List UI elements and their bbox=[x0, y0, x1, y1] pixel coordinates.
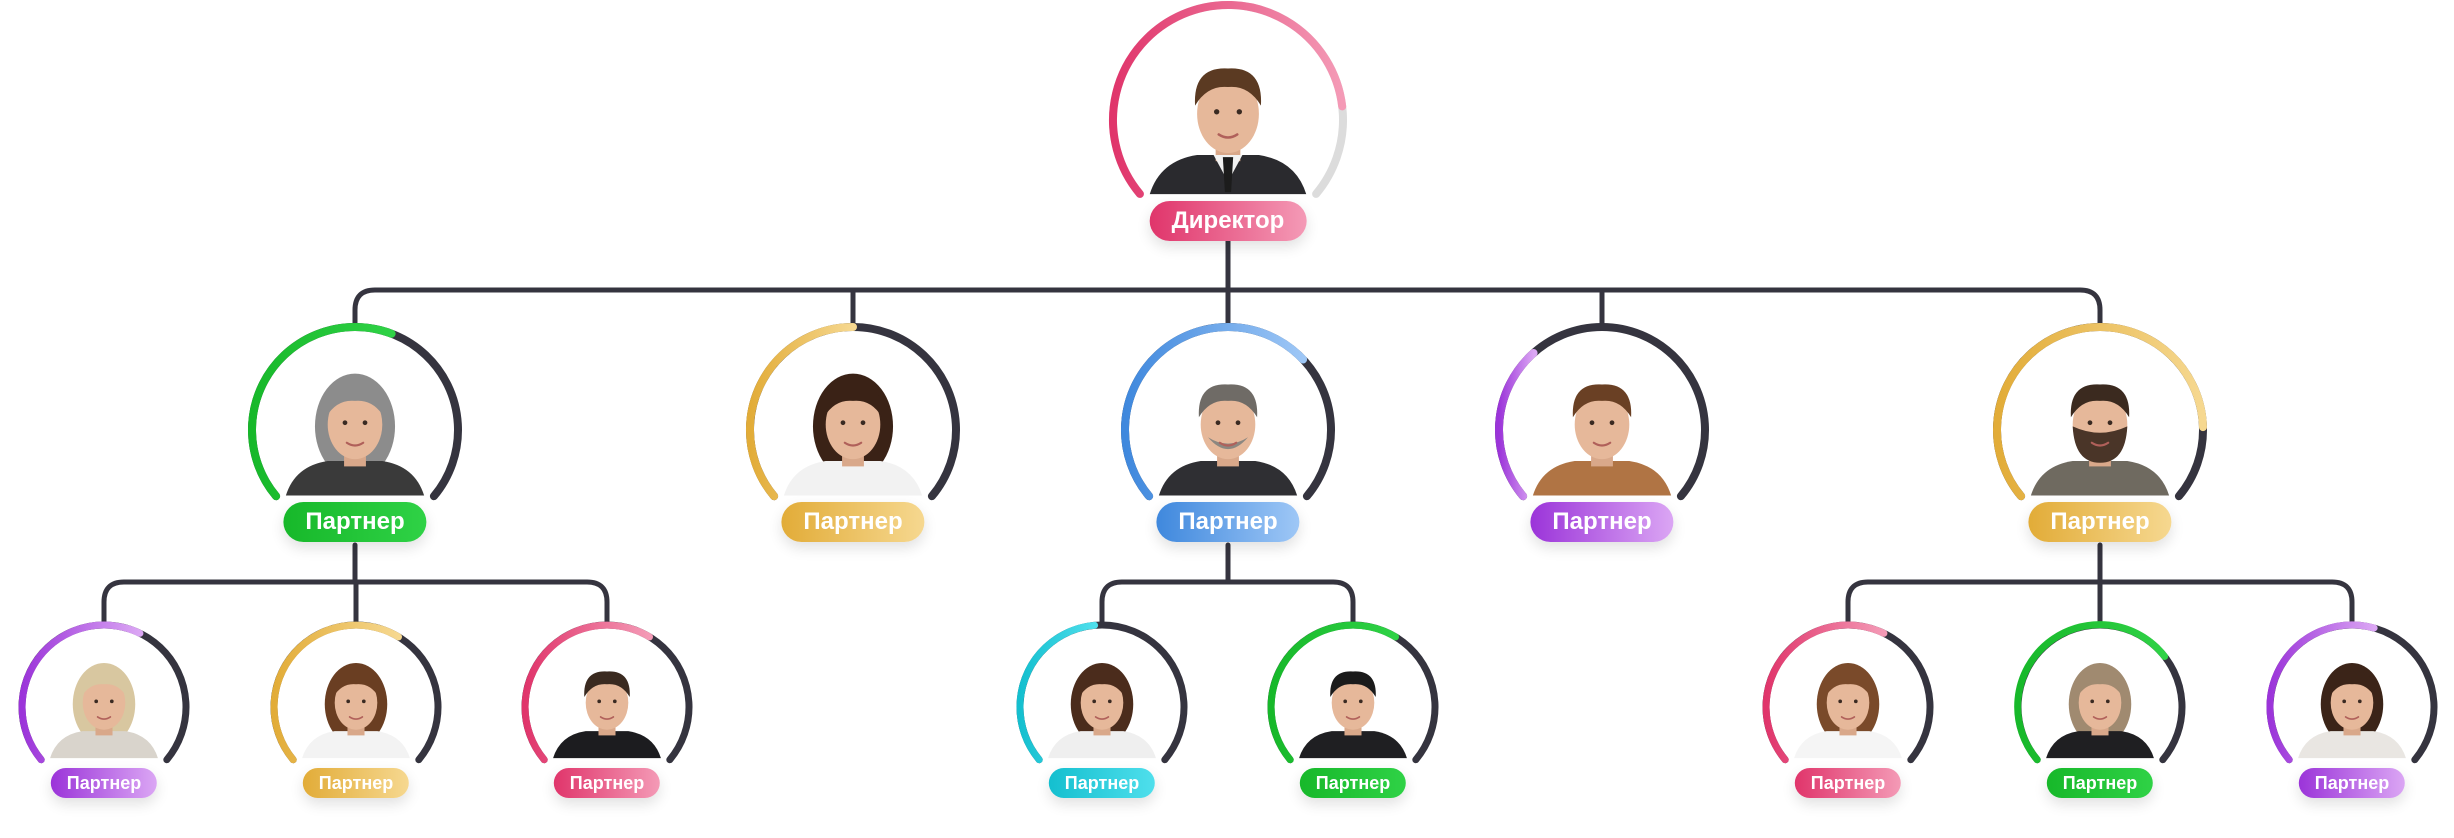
ring-progress bbox=[1121, 323, 1308, 501]
role-badge: Партнер bbox=[2028, 502, 2172, 543]
avatar-photo bbox=[1777, 636, 1919, 759]
role-badge: Директор bbox=[1149, 200, 1307, 241]
avatar-photo bbox=[1031, 636, 1173, 759]
avatar-photo bbox=[264, 339, 446, 496]
ring-progress bbox=[1267, 621, 1399, 764]
ring-progress bbox=[746, 323, 857, 501]
connector-line bbox=[352, 579, 610, 628]
avatar-photo bbox=[1511, 339, 1693, 496]
avatar-photo bbox=[762, 339, 944, 496]
ring-progress bbox=[2266, 621, 2378, 764]
avatar-photo bbox=[2029, 636, 2171, 759]
ring-progress bbox=[1762, 621, 1888, 764]
avatar-photo bbox=[2281, 636, 2423, 759]
org-node-partner-13[interactable] bbox=[2266, 621, 2438, 764]
avatar-photo bbox=[1125, 17, 1331, 195]
ring-progress bbox=[1495, 349, 1538, 501]
connector-lines bbox=[101, 217, 2355, 628]
org-node-partner-4[interactable] bbox=[1495, 322, 1709, 503]
role-badge: Партнер bbox=[553, 768, 661, 799]
ring-progress bbox=[2014, 621, 2169, 764]
role-badge: Партнер bbox=[1299, 768, 1407, 799]
role-badge: Партнер bbox=[1530, 502, 1674, 543]
role-badge: Партнер bbox=[283, 502, 427, 543]
org-node-partner-2[interactable] bbox=[746, 322, 960, 503]
ring-progress bbox=[521, 621, 653, 764]
connector-line bbox=[352, 287, 1231, 330]
org-node-partner-8[interactable] bbox=[521, 621, 693, 764]
connector-line bbox=[1225, 287, 2103, 330]
role-badge: Партнер bbox=[302, 768, 410, 799]
org-node-partner-10[interactable] bbox=[1267, 621, 1439, 764]
connector-line bbox=[1845, 579, 2103, 628]
role-badge: Партнер bbox=[2046, 768, 2154, 799]
org-node-director[interactable] bbox=[1109, 1, 1347, 202]
connector-line bbox=[2097, 579, 2355, 628]
role-badge: Партнер bbox=[1048, 768, 1156, 799]
org-node-partner-9[interactable] bbox=[1016, 621, 1188, 764]
avatar-photo bbox=[33, 636, 175, 759]
org-node-partner-3[interactable] bbox=[1121, 322, 1335, 503]
org-node-partner-11[interactable] bbox=[1762, 621, 1934, 764]
org-node-partner-5[interactable] bbox=[1993, 322, 2207, 503]
avatar-photo bbox=[536, 636, 678, 759]
ring-progress bbox=[1109, 1, 1347, 198]
avatar-photo bbox=[285, 636, 427, 759]
ring-progress bbox=[248, 323, 396, 501]
connector-line bbox=[1225, 579, 1356, 628]
connector-line bbox=[101, 579, 358, 628]
ring-progress bbox=[1993, 323, 2207, 501]
connector-line bbox=[1099, 579, 1231, 628]
role-badge: Партнер bbox=[50, 768, 158, 799]
org-node-partner-7[interactable] bbox=[270, 621, 442, 764]
ring-progress bbox=[270, 621, 402, 764]
org-node-partner-6[interactable] bbox=[18, 621, 190, 764]
ring-progress bbox=[1016, 621, 1099, 764]
role-badge: Партнер bbox=[2298, 768, 2406, 799]
org-node-partner-1[interactable] bbox=[248, 322, 462, 503]
role-badge: Партнер bbox=[781, 502, 925, 543]
avatar-photo bbox=[1282, 636, 1424, 759]
avatar-photo bbox=[1137, 339, 1319, 496]
org-node-partner-12[interactable] bbox=[2014, 621, 2186, 764]
avatar-photo bbox=[2009, 339, 2191, 496]
role-badge: Партнер bbox=[1794, 768, 1902, 799]
ring-progress bbox=[18, 621, 144, 764]
role-badge: Партнер bbox=[1156, 502, 1300, 543]
